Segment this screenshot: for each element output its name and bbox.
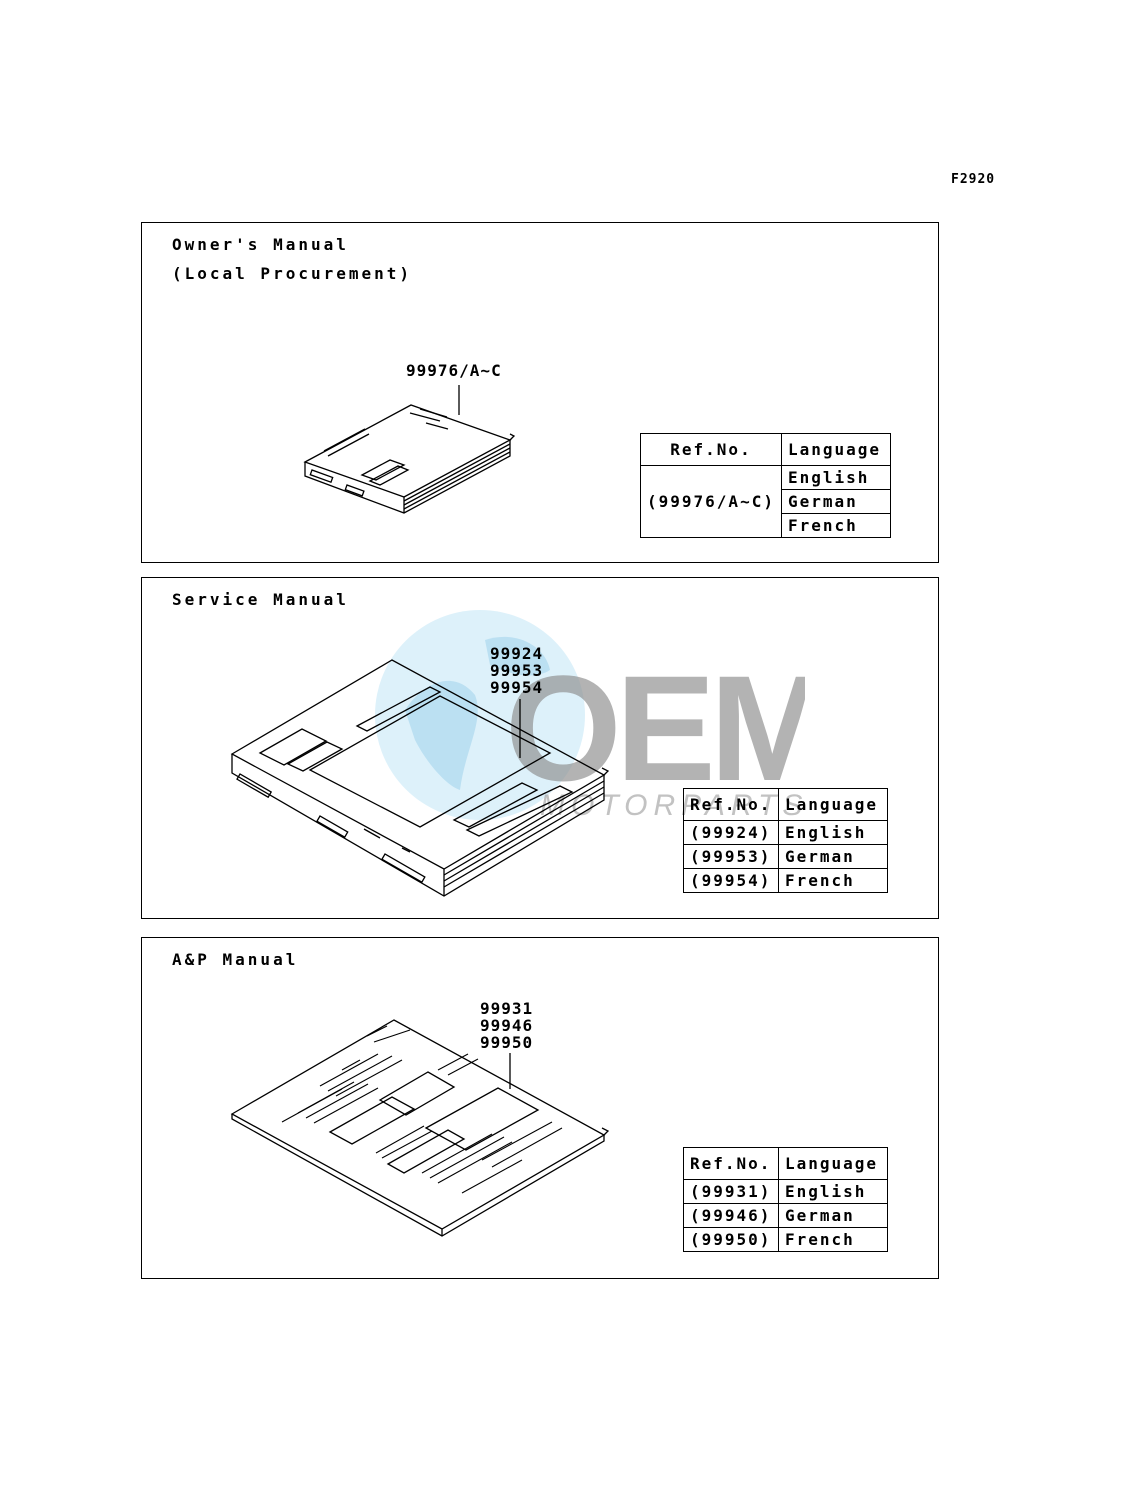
language-cell: French bbox=[778, 1227, 888, 1252]
part-number: 99946 bbox=[480, 1016, 534, 1035]
panel-subtitle: (Local Procurement) bbox=[172, 264, 413, 283]
owners-manual-panel: Owner's Manual (Local Procurement) 99976… bbox=[141, 222, 939, 563]
language-cell: English bbox=[778, 1179, 888, 1204]
panel-title: Service Manual bbox=[172, 590, 349, 609]
ap-manual-book-drawing bbox=[230, 1019, 610, 1237]
language-cell: French bbox=[780, 513, 891, 538]
ref-no-cell: (99953) bbox=[683, 844, 779, 869]
panel-title: A&P Manual bbox=[172, 950, 299, 969]
ref-no-cell: (99946) bbox=[683, 1203, 779, 1228]
ref-no-cell: (99924) bbox=[683, 820, 779, 845]
part-number: 99931 bbox=[480, 999, 534, 1018]
ref-no-cell: (99950) bbox=[683, 1227, 779, 1252]
ref-no-header: Ref.No. bbox=[683, 1147, 779, 1180]
part-number-label: 99931 99946 99950 bbox=[480, 1000, 533, 1051]
language-cell: German bbox=[780, 489, 891, 514]
ap-manual-panel: A&P Manual 99931 99946 99950 bbox=[141, 937, 939, 1279]
part-number: 99976/A~C bbox=[406, 361, 502, 380]
language-header: Language bbox=[778, 788, 888, 821]
part-number-label: 99976/A~C bbox=[406, 362, 502, 379]
service-manual-book-drawing bbox=[230, 659, 610, 897]
part-number: 99924 bbox=[490, 644, 544, 663]
service-manual-panel: Service Manual 99924 99953 99954 bbox=[141, 577, 939, 919]
part-number: 99954 bbox=[490, 678, 544, 697]
part-number-label: 99924 99953 99954 bbox=[490, 645, 543, 696]
ref-no-cell: (99931) bbox=[683, 1179, 779, 1204]
ref-no-cell: (99976/A~C) bbox=[640, 465, 782, 538]
owners-manual-book-drawing bbox=[303, 385, 516, 514]
language-cell: German bbox=[778, 844, 888, 869]
ref-no-header: Ref.No. bbox=[683, 788, 779, 821]
ref-no-cell: (99954) bbox=[683, 868, 779, 893]
panel-title: Owner's Manual bbox=[172, 235, 349, 254]
part-number: 99953 bbox=[490, 661, 544, 680]
language-header: Language bbox=[778, 1147, 888, 1180]
reference-table: Ref.No. Language (99931)English (99946)G… bbox=[683, 1147, 888, 1252]
language-cell: English bbox=[780, 465, 891, 490]
reference-table: Ref.No. Language (99924)English (99953)G… bbox=[683, 788, 888, 893]
part-number: 99950 bbox=[480, 1033, 534, 1052]
language-cell: English bbox=[778, 820, 888, 845]
language-header: Language bbox=[780, 433, 891, 466]
ref-no-header: Ref.No. bbox=[640, 433, 782, 466]
figure-code: F2920 bbox=[951, 172, 996, 187]
language-cell: German bbox=[778, 1203, 888, 1228]
reference-table: Ref.No. Language (99976/A~C) English Ger… bbox=[640, 433, 891, 538]
language-cell: French bbox=[778, 868, 888, 893]
